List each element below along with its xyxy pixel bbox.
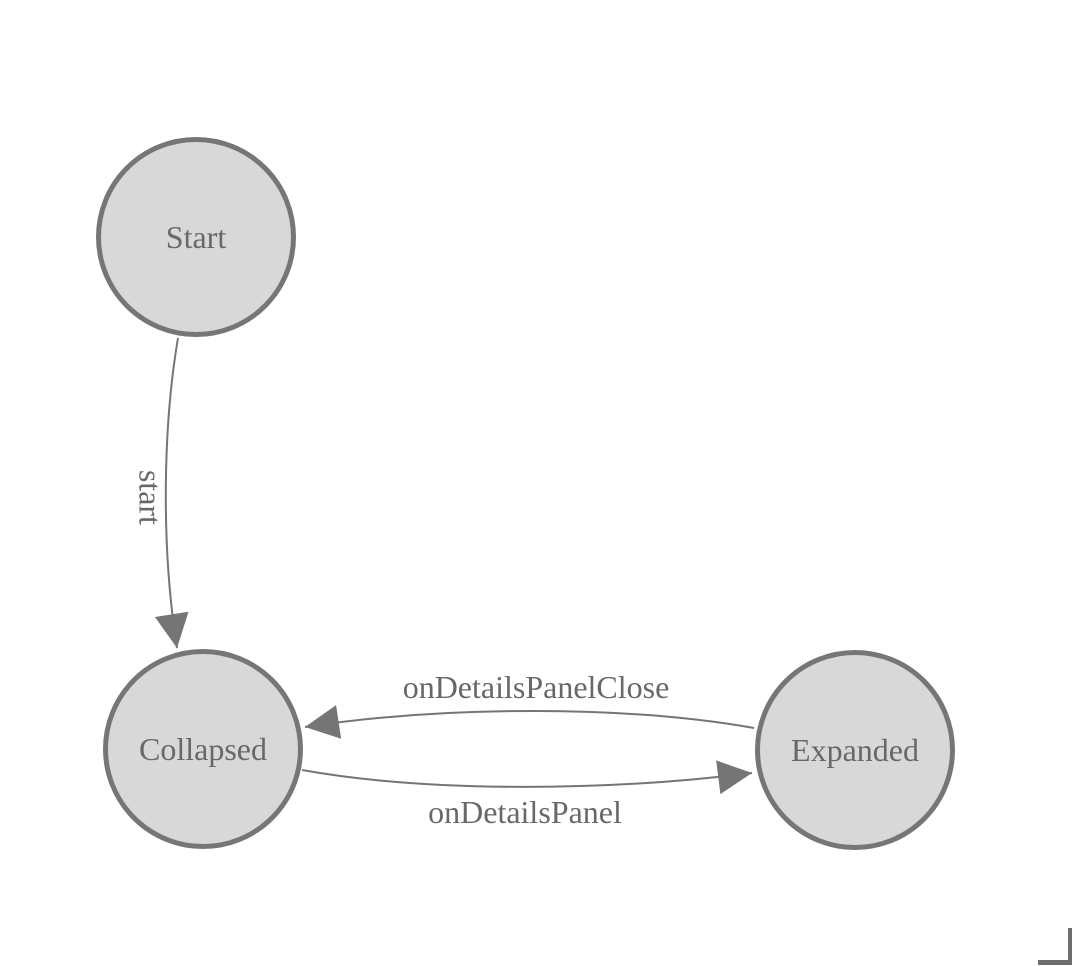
edge-collapsed-to-expanded[interactable] [301, 760, 753, 795]
edge-label-on-details-panel-close: onDetailsPanelClose [402, 669, 670, 705]
edge-label-start: start [132, 469, 169, 525]
edge-expanded-to-collapsed[interactable] [304, 705, 755, 739]
state-node-expanded[interactable]: Expanded [755, 650, 955, 850]
state-node-collapsed[interactable]: Collapsed [103, 649, 303, 849]
viewport-corner-horizontal-bar [1038, 960, 1072, 965]
state-node-expanded-label: Expanded [791, 731, 919, 768]
edge-start-to-collapsed[interactable] [154, 337, 189, 649]
viewport-corner-vertical-bar [1068, 928, 1072, 965]
state-node-start-label: Start [165, 218, 227, 255]
state-node-collapsed-label: Collapsed [139, 730, 267, 767]
state-node-start[interactable]: Start [96, 137, 296, 337]
edge-label-on-details-panel: onDetailsPanel [428, 794, 622, 830]
